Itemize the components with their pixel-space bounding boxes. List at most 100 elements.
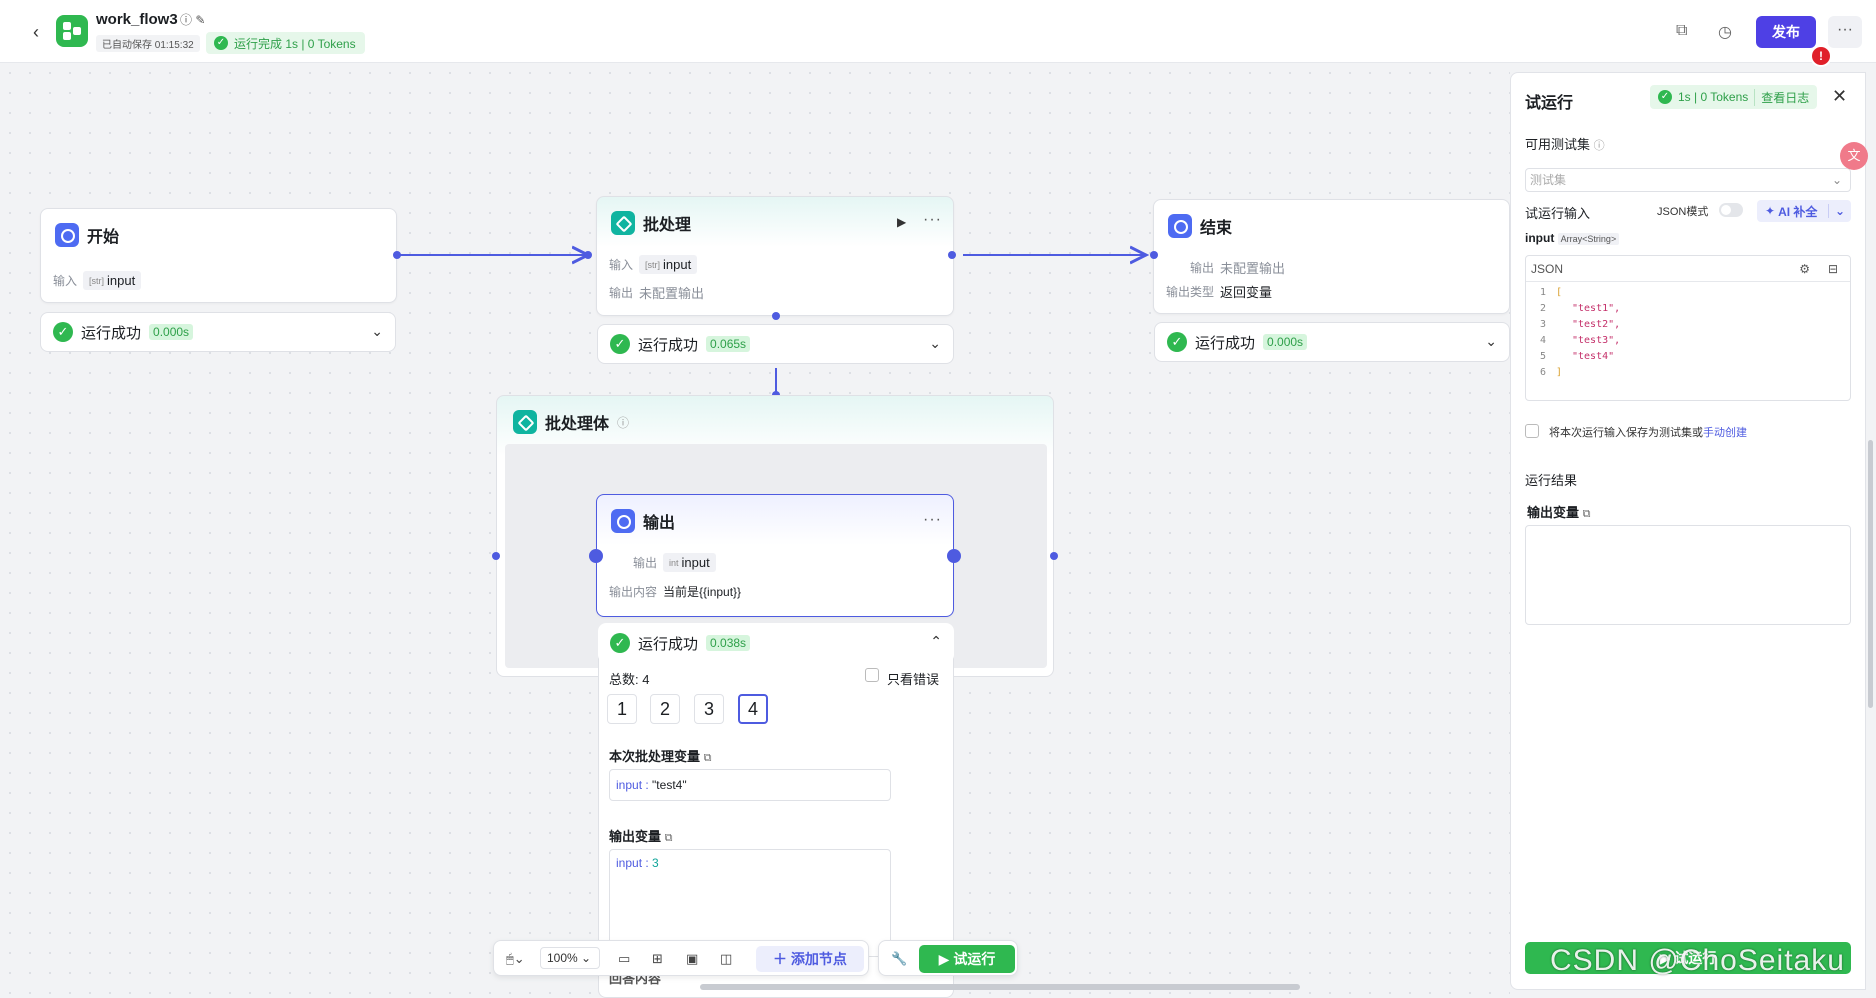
batch-var-key: input : [616,778,649,792]
run-input-label: 试运行输入 [1525,206,1591,221]
batch-node-title: 批处理 [643,217,692,234]
end-node[interactable]: 结束 输出 未配置输出 输出类型 返回变量 [1153,199,1510,314]
output-var-value: 3 [652,856,659,870]
settings-icon[interactable]: ⚙ [1799,262,1810,276]
input-tag: [str]input [639,255,698,274]
batch-result-bar[interactable]: ✓ 运行成功 0.065s ⌄ [597,324,954,364]
start-node[interactable]: 开始 输入 [str]input [40,208,397,303]
batch-output-port[interactable] [948,251,956,259]
batch-output-row: 输出 未配置输出 [609,283,704,302]
copy-icon[interactable]: ⧉ [703,752,712,764]
run-result-box [1525,525,1851,625]
output-content-row: 输出内容 当前是{{input}} [609,583,741,600]
testset-placeholder: 测试集 [1530,173,1567,187]
only-errors-label: 只看错误 [887,672,940,687]
end-input-port[interactable] [1150,251,1158,259]
add-node-button[interactable]: ＋ 添加节点 [756,946,864,972]
back-icon[interactable]: ‹ [33,22,39,42]
view-log-link[interactable]: 查看日志 [1754,88,1809,106]
check-icon: ✓ [214,36,228,50]
output-node-title: 输出 [643,515,676,532]
copy-icon[interactable]: ⧉ [1582,508,1591,520]
batch-node[interactable]: 批处理 ▶ ··· 输入 [str]input 输出 未配置输出 [596,196,954,316]
chevron-down-icon[interactable]: ⌄ [371,323,383,339]
wrench-icon[interactable]: 🔧 [891,951,908,966]
batch-body-header: 批处理体 ⓘ [513,410,629,434]
panel-scrollbar[interactable] [1868,440,1873,708]
comment-icon[interactable]: ▭ [618,951,631,966]
manual-create-link[interactable]: 手动创建 [1703,427,1747,439]
history-icon[interactable]: ◷ [1718,24,1732,41]
output-icon [611,509,635,533]
minimap-icon[interactable]: ◫ [720,951,733,966]
result-label: 运行成功 [81,324,142,342]
more-menu-button[interactable]: ··· [1828,16,1862,48]
chevron-down-icon: ⌄ [1831,173,1842,187]
info-edit-icons[interactable]: ⓘ ✎ [180,13,206,27]
more-icon[interactable]: ··· [923,511,942,528]
ai-fill-button[interactable]: ✦ AI 补全 ⌄ [1757,200,1851,222]
end-result-bar[interactable]: ✓ 运行成功 0.000s ⌄ [1154,322,1510,362]
publish-button[interactable]: 发布 [1756,16,1816,48]
zoom-value: 100% [547,951,578,965]
zoom-select[interactable]: 100% ⌄ [540,947,600,969]
try-run-button[interactable]: ▶ 试运行 [919,945,1015,973]
output-output-port[interactable] [947,549,961,563]
result-label: 运行成功 [1195,334,1256,352]
testset-select[interactable]: 测试集 ⌄ [1525,168,1851,192]
chevron-down-icon[interactable]: ⌄ [929,335,941,351]
json-editor[interactable]: JSON ⚙ ⊟ 1[ 2"test1", 3"test2", 4"test3"… [1525,255,1851,401]
batch-var-value: "test4" [652,778,687,792]
batch-body-port[interactable] [772,312,780,320]
code-line: 4"test3", [1539,335,1621,346]
only-errors-checkbox[interactable] [865,668,879,682]
image-icon[interactable]: ▣ [686,951,699,966]
result-time: 0.000s [149,324,194,340]
start-output-port[interactable] [393,251,401,259]
chevron-down-icon[interactable]: ⌄ [1485,333,1497,349]
success-icon: ✓ [1167,332,1187,352]
output-var-label: 输出变量 ⧉ [1527,505,1591,520]
json-mode-toggle[interactable] [1719,203,1743,217]
copy-icon[interactable]: ⧉ [664,832,673,844]
layout-icon[interactable]: ⊞ [652,951,663,966]
success-icon: ✓ [610,334,630,354]
play-icon[interactable]: ▶ [897,215,907,229]
page-3[interactable]: 3 [694,694,724,724]
output-input-port[interactable] [589,549,603,563]
chevron-down-icon[interactable]: ⌄ [1827,204,1851,218]
translate-icon[interactable]: 文 [1840,142,1868,170]
copy-icon[interactable]: ⧉ [1676,22,1688,39]
chevron-up-icon[interactable]: ⌃ [930,633,942,649]
format-icon[interactable]: ⊟ [1827,262,1838,276]
output-result-bar[interactable]: ✓ 运行成功 0.038s ⌃ [598,623,954,663]
panel-run-label: 试运行 [1674,950,1717,966]
success-icon: ✓ [53,322,73,342]
more-icon[interactable]: ··· [923,211,942,228]
output-node-header: 输出 [611,509,675,533]
output-type-value: 返回变量 [1220,285,1273,300]
save-testset-checkbox[interactable] [1525,424,1539,438]
alert-badge[interactable]: ! [1810,45,1832,67]
output-var-title: 输出变量 ⧉ [609,829,673,844]
page-2[interactable]: 2 [650,694,680,724]
content-label: 输出内容 [609,585,658,599]
output-label: 输出 [609,286,634,300]
horizontal-scrollbar[interactable] [700,984,1300,990]
canvas-toolbar: 🖱⌄ 100% ⌄ ▭ ⊞ ▣ ◫ ＋ 添加节点 [493,940,869,976]
code-line: 6] [1539,367,1563,378]
mouse-mode-icon[interactable]: 🖱⌄ [506,951,525,966]
body-left-port[interactable] [492,552,500,560]
page-1[interactable]: 1 [607,694,637,724]
start-result-bar[interactable]: ✓ 运行成功 0.000s ⌄ [40,312,396,352]
output-label: 输出 [633,556,658,570]
body-right-port[interactable] [1050,552,1058,560]
panel-run-button[interactable]: ▶ 试运行 [1525,942,1851,974]
page-4[interactable]: 4 [738,694,768,724]
output-type-label: 输出类型 [1166,285,1215,299]
start-icon [55,223,79,247]
batch-input-port[interactable] [584,251,592,259]
close-icon[interactable]: ✕ [1832,86,1848,106]
